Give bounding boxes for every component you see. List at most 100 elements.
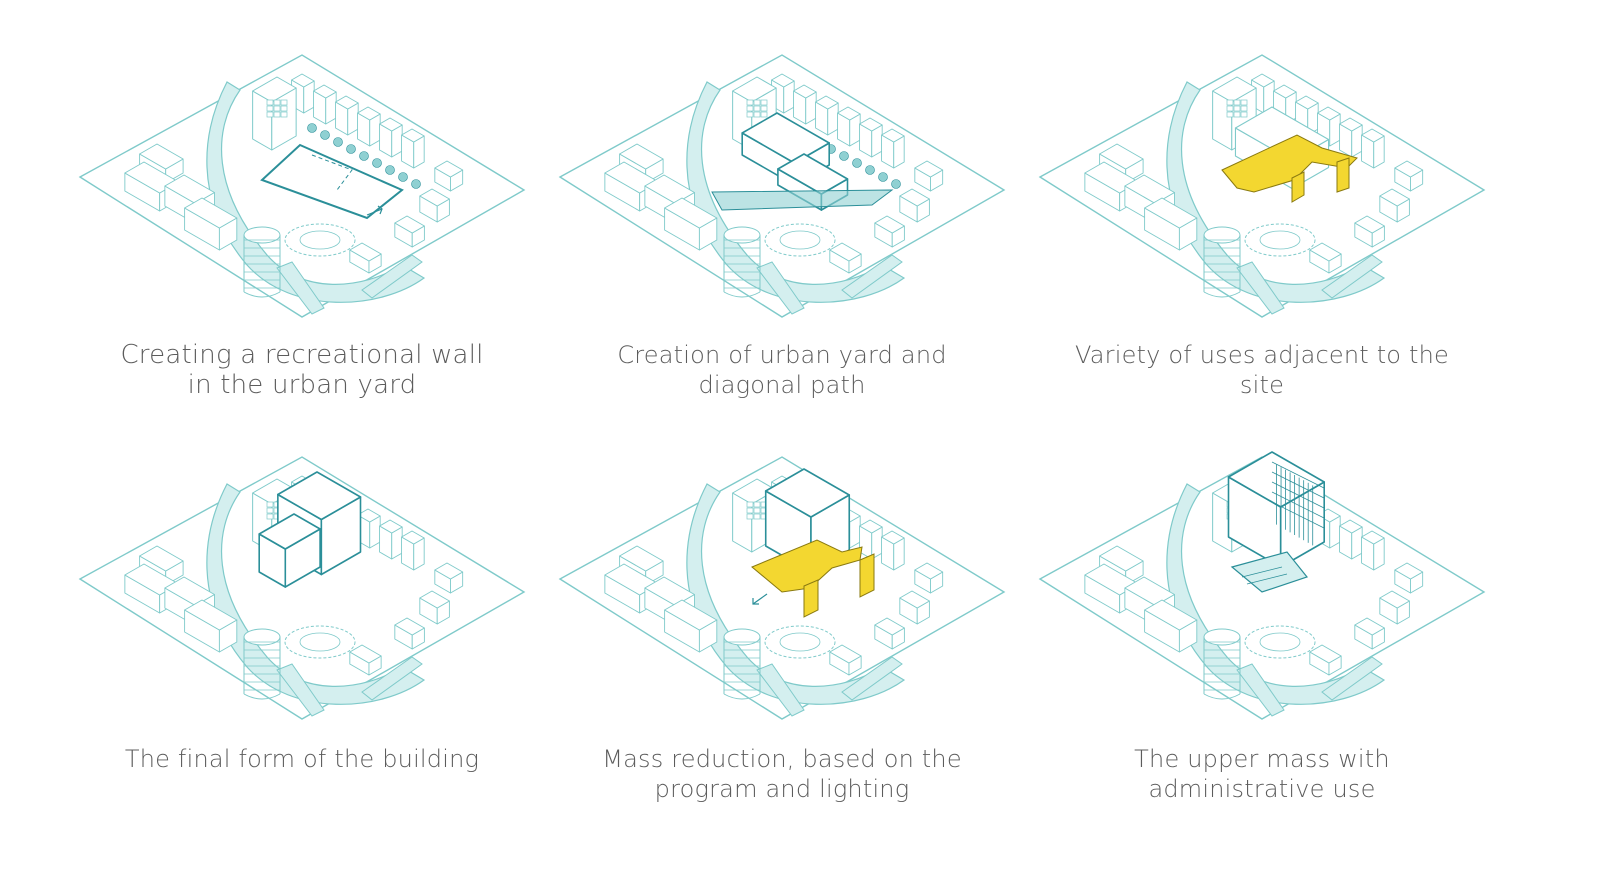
- curved-road: [1166, 81, 1386, 303]
- solar-cell: [1233, 111, 1241, 118]
- building-face: [1339, 117, 1363, 132]
- isometric-site-diagram-3: [1038, 54, 1486, 318]
- building-face: [401, 128, 425, 143]
- building: [401, 530, 425, 571]
- panel-caption: Creation of urban yard and diagonal path: [542, 340, 1022, 400]
- solar-cell: [266, 513, 274, 520]
- building-face: [1144, 197, 1198, 229]
- building-face: [349, 242, 382, 262]
- solar-cell: [746, 105, 754, 112]
- caption-line: program and lighting: [654, 775, 910, 803]
- plaza-ring: [1244, 625, 1316, 659]
- building: [1354, 215, 1385, 248]
- caption-line: site: [1239, 371, 1285, 399]
- plaza-inner: [779, 632, 821, 652]
- building: [914, 562, 944, 594]
- solar-panels: [746, 501, 768, 520]
- building: [1394, 160, 1424, 192]
- building-face: [394, 215, 425, 234]
- tree: [411, 179, 421, 189]
- building: [357, 106, 381, 147]
- building-face: [619, 143, 664, 170]
- solar-cell: [266, 105, 274, 112]
- tree: [320, 130, 330, 140]
- building-face: [313, 84, 337, 99]
- site-group: [558, 456, 1006, 720]
- facade-grid: [1271, 461, 1325, 546]
- building-face: [881, 530, 905, 545]
- road-branch: [276, 261, 325, 315]
- building-face: [258, 513, 321, 550]
- solar-cell: [1226, 105, 1234, 112]
- building: [874, 617, 905, 650]
- building: [815, 95, 839, 136]
- solar-cell: [753, 111, 761, 118]
- panel-4: The final form of the building: [62, 442, 542, 862]
- road-branch: [361, 254, 423, 299]
- road-branch: [1321, 254, 1383, 299]
- building: [793, 84, 817, 125]
- building: [1309, 242, 1342, 274]
- building-face: [277, 471, 362, 521]
- tower-top: [723, 628, 761, 646]
- building-face: [914, 562, 944, 580]
- caption-line: Variety of uses adjacent to the: [1074, 341, 1450, 369]
- building: [184, 197, 238, 251]
- solar-cell: [1233, 105, 1241, 112]
- building-face: [419, 590, 450, 609]
- isometric-site-diagram-1: [78, 54, 526, 318]
- building-face: [815, 95, 839, 110]
- caption-line: Creating a recreational wall: [120, 340, 484, 370]
- building-face: [899, 590, 930, 609]
- plaza-ring: [284, 223, 356, 257]
- plaza-inner: [299, 632, 341, 652]
- building-face: [664, 599, 718, 631]
- tower-base: [1203, 693, 1241, 700]
- building: [881, 128, 905, 169]
- tower-base: [723, 693, 761, 700]
- building: [349, 644, 382, 676]
- building: [829, 644, 862, 676]
- facade-line: [1271, 481, 1325, 509]
- panel-3: Variety of uses adjacent to the site: [1022, 40, 1502, 460]
- building-face: [1354, 215, 1385, 234]
- building: [899, 188, 930, 223]
- solar-cell: [280, 99, 288, 106]
- building-face: [859, 117, 883, 132]
- road-branch: [361, 656, 423, 701]
- building-face: [881, 128, 905, 143]
- tower-top: [723, 226, 761, 244]
- tree: [398, 172, 408, 182]
- plaza-ring: [764, 625, 836, 659]
- direction-arrow: [366, 205, 383, 216]
- building-face: [434, 160, 464, 178]
- solar-cell: [273, 111, 281, 118]
- building-face: [837, 106, 861, 121]
- curved-road: [686, 483, 906, 705]
- site-group: [558, 54, 1006, 318]
- road-branch: [276, 663, 325, 717]
- building-face: [1394, 562, 1424, 580]
- tree: [839, 151, 849, 161]
- building-face: [764, 468, 851, 518]
- highlight-volume: [859, 553, 875, 598]
- building-face: [1317, 106, 1341, 121]
- highlight-volume: [1221, 134, 1358, 193]
- building-face: [1273, 84, 1297, 99]
- building: [859, 117, 883, 158]
- tower-top: [243, 226, 281, 244]
- caption-line: diagonal path: [698, 371, 866, 399]
- building-face: [184, 197, 238, 229]
- tree: [865, 165, 875, 175]
- building: [379, 519, 403, 560]
- caption-line: The upper mass with: [1134, 745, 1390, 773]
- caption-line: Creation of urban yard and: [617, 341, 947, 369]
- isometric-site-diagram-6: [1038, 451, 1486, 720]
- plaza-inner: [1259, 632, 1301, 652]
- building: [1394, 562, 1424, 594]
- curved-road: [206, 81, 426, 303]
- courtyard-detail: [1241, 566, 1288, 585]
- panel-1: Creating a recreational wall in the urba…: [62, 40, 542, 460]
- building-mass: [258, 513, 321, 588]
- building-face: [139, 545, 184, 572]
